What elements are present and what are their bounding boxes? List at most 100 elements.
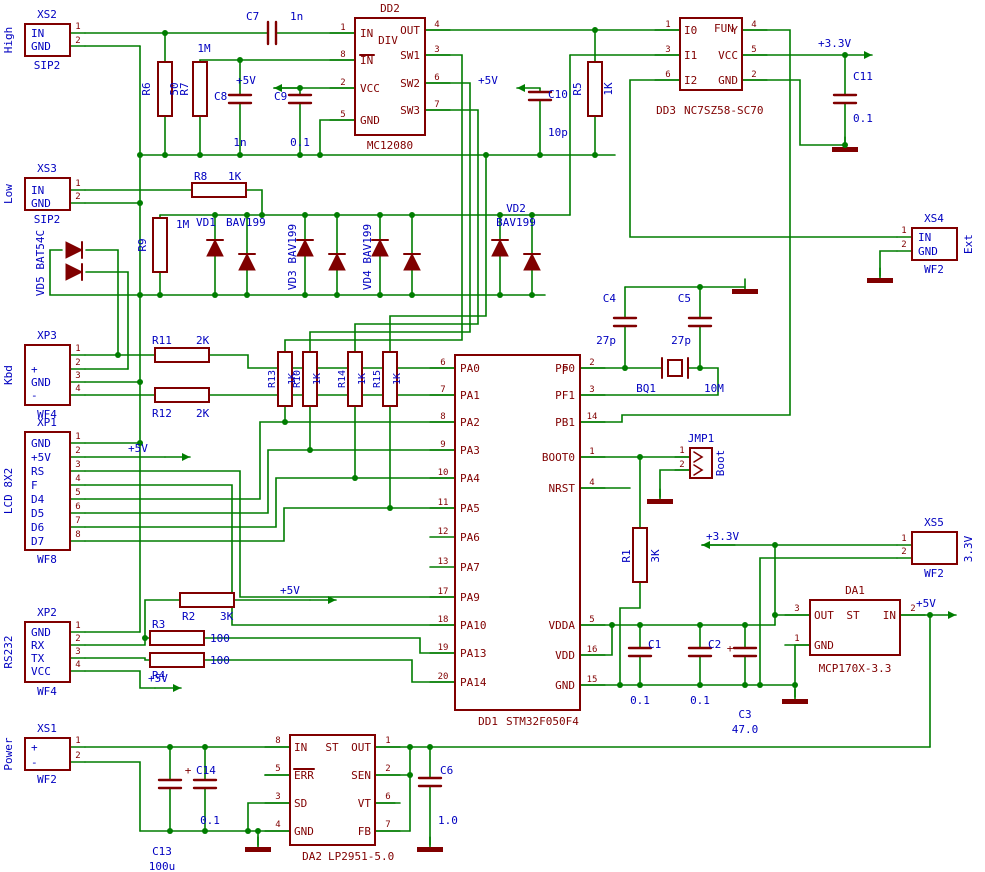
label: R14	[337, 370, 348, 388]
wire[interactable]	[245, 189, 263, 216]
label: 4	[589, 478, 594, 488]
wire[interactable]	[84, 761, 141, 832]
wire[interactable]	[309, 82, 471, 353]
connector-XS2[interactable]	[24, 23, 71, 57]
connector-XP1[interactable]	[24, 431, 71, 551]
resistor-R7[interactable]	[192, 61, 208, 117]
diode[interactable]	[296, 238, 314, 257]
resistor-R3[interactable]	[149, 630, 205, 646]
resistor-R8[interactable]	[191, 182, 247, 198]
junction-dot	[757, 682, 763, 688]
wire[interactable]	[49, 249, 141, 296]
diode[interactable]	[65, 263, 84, 281]
wire[interactable]	[85, 249, 119, 356]
label: 3	[275, 792, 280, 802]
label: 3K	[220, 610, 234, 623]
wire[interactable]	[659, 469, 691, 498]
connector-XS1[interactable]	[24, 737, 71, 771]
jumper-JMP1[interactable]	[689, 447, 713, 479]
junction-dot	[212, 212, 218, 218]
resistor-R4[interactable]	[149, 652, 205, 668]
diode[interactable]	[403, 252, 421, 271]
label: PF0	[555, 362, 575, 375]
diode[interactable]	[371, 238, 389, 257]
resistor-R2[interactable]	[179, 592, 235, 608]
part-glyph	[693, 451, 704, 463]
diode[interactable]	[491, 238, 509, 257]
wire[interactable]	[84, 421, 456, 500]
wire[interactable]	[85, 271, 129, 370]
ic-DA2[interactable]	[289, 734, 376, 846]
label: 3.3V	[962, 535, 975, 562]
wire[interactable]	[84, 484, 456, 626]
ic-DD1[interactable]	[454, 354, 581, 711]
connector-XP2[interactable]	[24, 621, 71, 683]
wire[interactable]	[741, 79, 846, 146]
label: XS3	[37, 162, 57, 175]
wire[interactable]	[879, 250, 898, 277]
resistor-R6[interactable]	[157, 61, 173, 117]
wire[interactable]	[759, 557, 898, 686]
resistor-R12[interactable]	[154, 387, 210, 403]
resistor-R9[interactable]	[152, 217, 168, 273]
wire[interactable]	[354, 109, 479, 353]
wire[interactable]	[208, 354, 456, 369]
resistor-R10[interactable]	[302, 351, 318, 407]
label: ST	[846, 609, 860, 622]
wire[interactable]	[84, 470, 456, 598]
resistor-R14[interactable]	[347, 351, 363, 407]
ic-DD2[interactable]	[354, 17, 426, 136]
diode[interactable]	[523, 252, 541, 271]
wire[interactable]	[579, 29, 791, 423]
label: LP2951-5.0	[328, 850, 394, 863]
crystal-BQ1-body[interactable]	[667, 359, 683, 377]
label: -	[31, 756, 38, 769]
junction-dot	[244, 212, 250, 218]
connector-XS5[interactable]	[911, 531, 958, 565]
label: R7	[178, 82, 191, 95]
connector-XS3[interactable]	[24, 177, 71, 211]
label: 2	[910, 604, 915, 614]
wire[interactable]	[794, 644, 811, 686]
resistor-R1[interactable]	[632, 527, 648, 583]
wire[interactable]	[84, 507, 456, 542]
wire[interactable]	[84, 477, 456, 528]
resistor-R11[interactable]	[154, 347, 210, 363]
ic-DA1[interactable]	[809, 599, 901, 656]
wire[interactable]	[144, 599, 181, 639]
wire[interactable]	[203, 637, 456, 654]
resistor-R13[interactable]	[277, 351, 293, 407]
label: -	[31, 389, 38, 402]
diode[interactable]	[328, 252, 346, 271]
label: 1	[794, 634, 799, 644]
diode[interactable]	[206, 238, 224, 257]
label: 5	[589, 615, 594, 625]
label: VD5 BAT54C	[34, 230, 47, 296]
wire[interactable]	[619, 581, 641, 686]
junction-dot	[142, 635, 148, 641]
label: +5V	[128, 442, 148, 455]
wire[interactable]	[389, 154, 487, 353]
wire[interactable]	[203, 659, 456, 683]
wire[interactable]	[84, 657, 151, 661]
wire[interactable]	[84, 670, 156, 689]
wire[interactable]	[247, 802, 291, 832]
label: 6	[440, 358, 445, 368]
label: GND	[814, 639, 834, 652]
resistor-R15[interactable]	[382, 351, 398, 407]
wire[interactable]	[84, 449, 456, 514]
junction-dot	[742, 622, 748, 628]
resistor-R5[interactable]	[587, 61, 603, 117]
connector-XS4[interactable]	[911, 227, 958, 261]
junction-dot	[137, 292, 143, 298]
connector-XP3[interactable]	[24, 344, 71, 406]
junction-dot	[137, 440, 143, 446]
junction-dot	[529, 292, 535, 298]
ic-DD3[interactable]	[679, 17, 743, 91]
wire[interactable]	[84, 637, 151, 646]
wire[interactable]	[319, 119, 356, 156]
diode[interactable]	[65, 241, 84, 259]
diode[interactable]	[238, 252, 256, 271]
